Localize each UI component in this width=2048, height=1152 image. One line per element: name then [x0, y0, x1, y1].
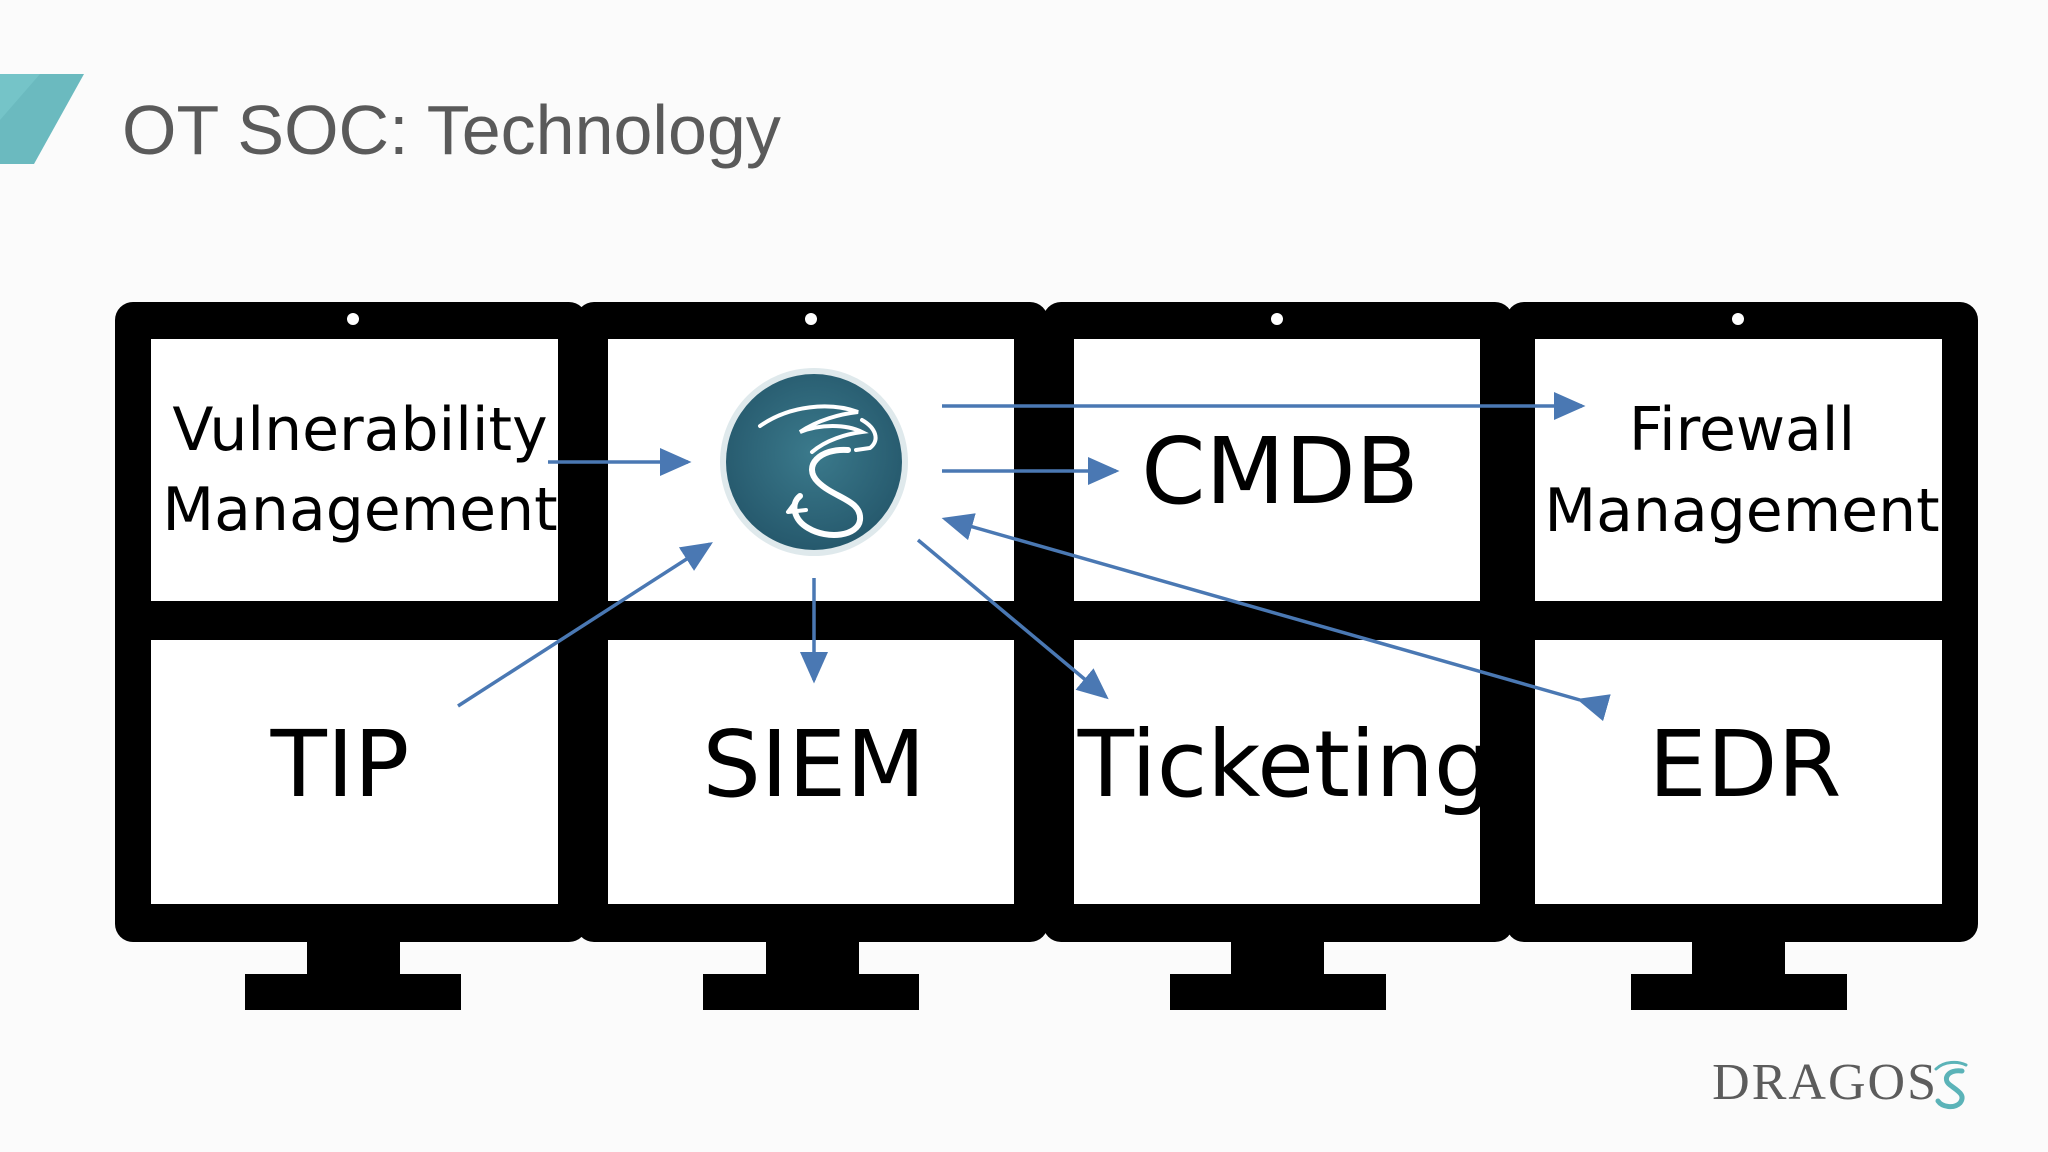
monitor-3 — [1043, 302, 1513, 1010]
label-firewall-line2: Management — [1544, 476, 1939, 546]
brand-logo: DRAGOS — [1712, 1053, 1972, 1112]
label-vulnerability-line1: Vulnerability — [172, 395, 547, 465]
arrow-tip-to-center — [457, 542, 713, 708]
monitor-1 — [115, 302, 587, 1010]
label-edr: EDR — [1649, 711, 1842, 818]
corner-accent-triangle — [0, 74, 84, 164]
monitor-1-top-screen — [151, 339, 558, 601]
label-siem: SIEM — [702, 711, 925, 818]
label-firewall-line1: Firewall — [1629, 395, 1855, 465]
label-ticketing: Ticketing — [1077, 711, 1492, 818]
dragon-emblem-icon — [720, 368, 908, 556]
slide-title: OT SOC: Technology — [122, 91, 781, 169]
label-vulnerability-line2: Management — [162, 475, 557, 545]
label-cmdb: CMDB — [1141, 418, 1419, 525]
brand-wordmark: DRAGOS — [1712, 1054, 1938, 1111]
dragon-s-glyph-icon — [1934, 1060, 1968, 1109]
monitor-4-top-screen — [1535, 339, 1942, 601]
label-tip: TIP — [270, 711, 410, 818]
flow-arrows — [457, 392, 1611, 722]
arrow-center-edr-bidirectional — [941, 513, 1611, 722]
